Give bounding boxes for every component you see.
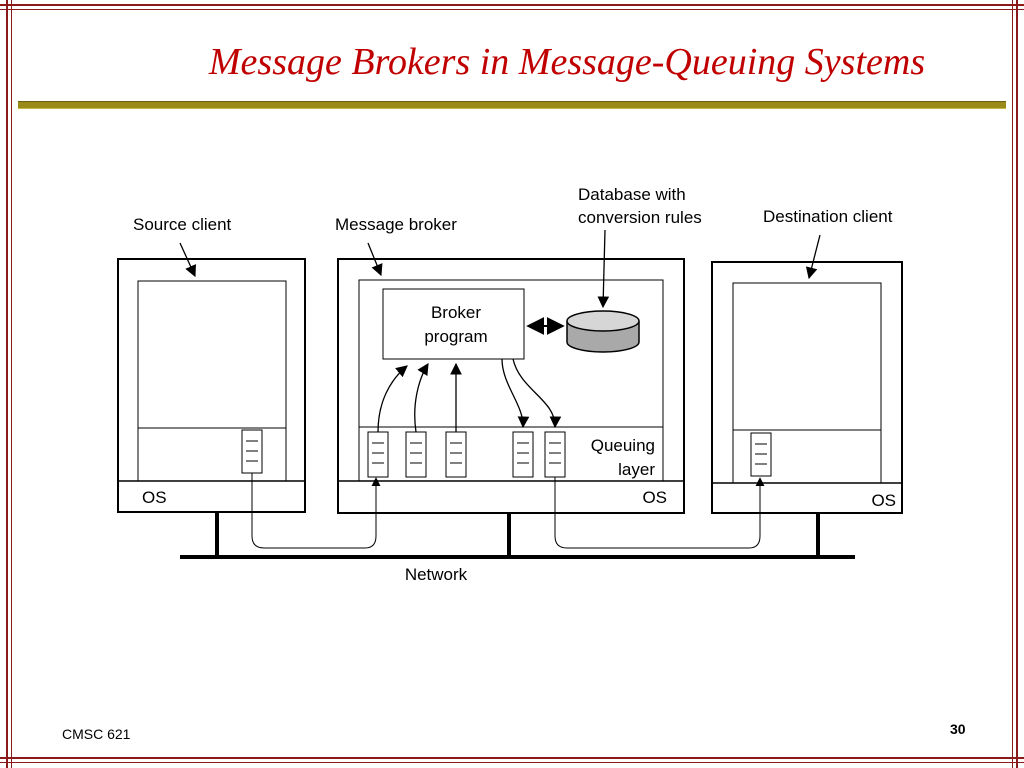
destination-client-label: Destination client [763, 207, 893, 226]
broker-queue-icon [367, 431, 389, 478]
os-label-source: OS [142, 488, 167, 507]
frame-top-line-1 [0, 4, 1024, 6]
network-bus [180, 513, 855, 559]
source-queue-icon [241, 429, 263, 474]
os-label-destination: OS [871, 491, 896, 510]
frame-right-line-2 [1012, 0, 1013, 768]
broker-queue-icon [405, 431, 427, 478]
destination-client-machine [711, 261, 903, 514]
broker-program-label-line1: Broker [431, 303, 481, 322]
frame-right-line-1 [1016, 0, 1018, 768]
database-label-line1: Database with [578, 185, 686, 204]
frame-top-line-2 [0, 9, 1024, 10]
page-number: 30 [950, 721, 966, 737]
database-label-line2: conversion rules [578, 208, 702, 227]
broker-to-destination-path [554, 477, 765, 549]
queuing-layer-label-line2: layer [618, 460, 655, 479]
source-to-broker-path [251, 473, 381, 549]
course-label: CMSC 621 [62, 726, 131, 742]
frame-left-line-2 [11, 0, 12, 768]
broker-program-label-line2: program [424, 327, 487, 346]
broker-queue-icon [544, 431, 566, 478]
frame-left-line-1 [6, 0, 8, 768]
queue-to-broker-arrow [414, 363, 429, 433]
source-client-label: Source client [133, 215, 232, 234]
message-broker-pointer [367, 242, 383, 277]
source-client-pointer [179, 242, 196, 278]
title-underline [18, 101, 1006, 109]
slide-title: Message Brokers in Message-Queuing Syste… [208, 41, 926, 83]
database-icon [566, 310, 640, 353]
queue-to-broker-arrow [377, 365, 408, 433]
broker-queue-icon [512, 431, 534, 478]
frame-bottom-line-1 [0, 757, 1024, 759]
broker-to-queue-arrow [512, 358, 562, 429]
source-client-machine [117, 258, 306, 513]
destination-queue-icon [750, 432, 772, 477]
message-broker-label: Message broker [335, 215, 457, 234]
broker-to-queue-arrow [501, 358, 530, 429]
destination-client-pointer [805, 234, 821, 280]
database-pointer [597, 229, 610, 309]
queuing-layer-label-line1: Queuing [591, 436, 655, 455]
frame-bottom-line-2 [0, 762, 1024, 763]
broker-queue-icon [445, 431, 467, 478]
broker-program-box [382, 288, 525, 360]
os-label-broker: OS [642, 488, 667, 507]
network-label: Network [405, 565, 468, 584]
